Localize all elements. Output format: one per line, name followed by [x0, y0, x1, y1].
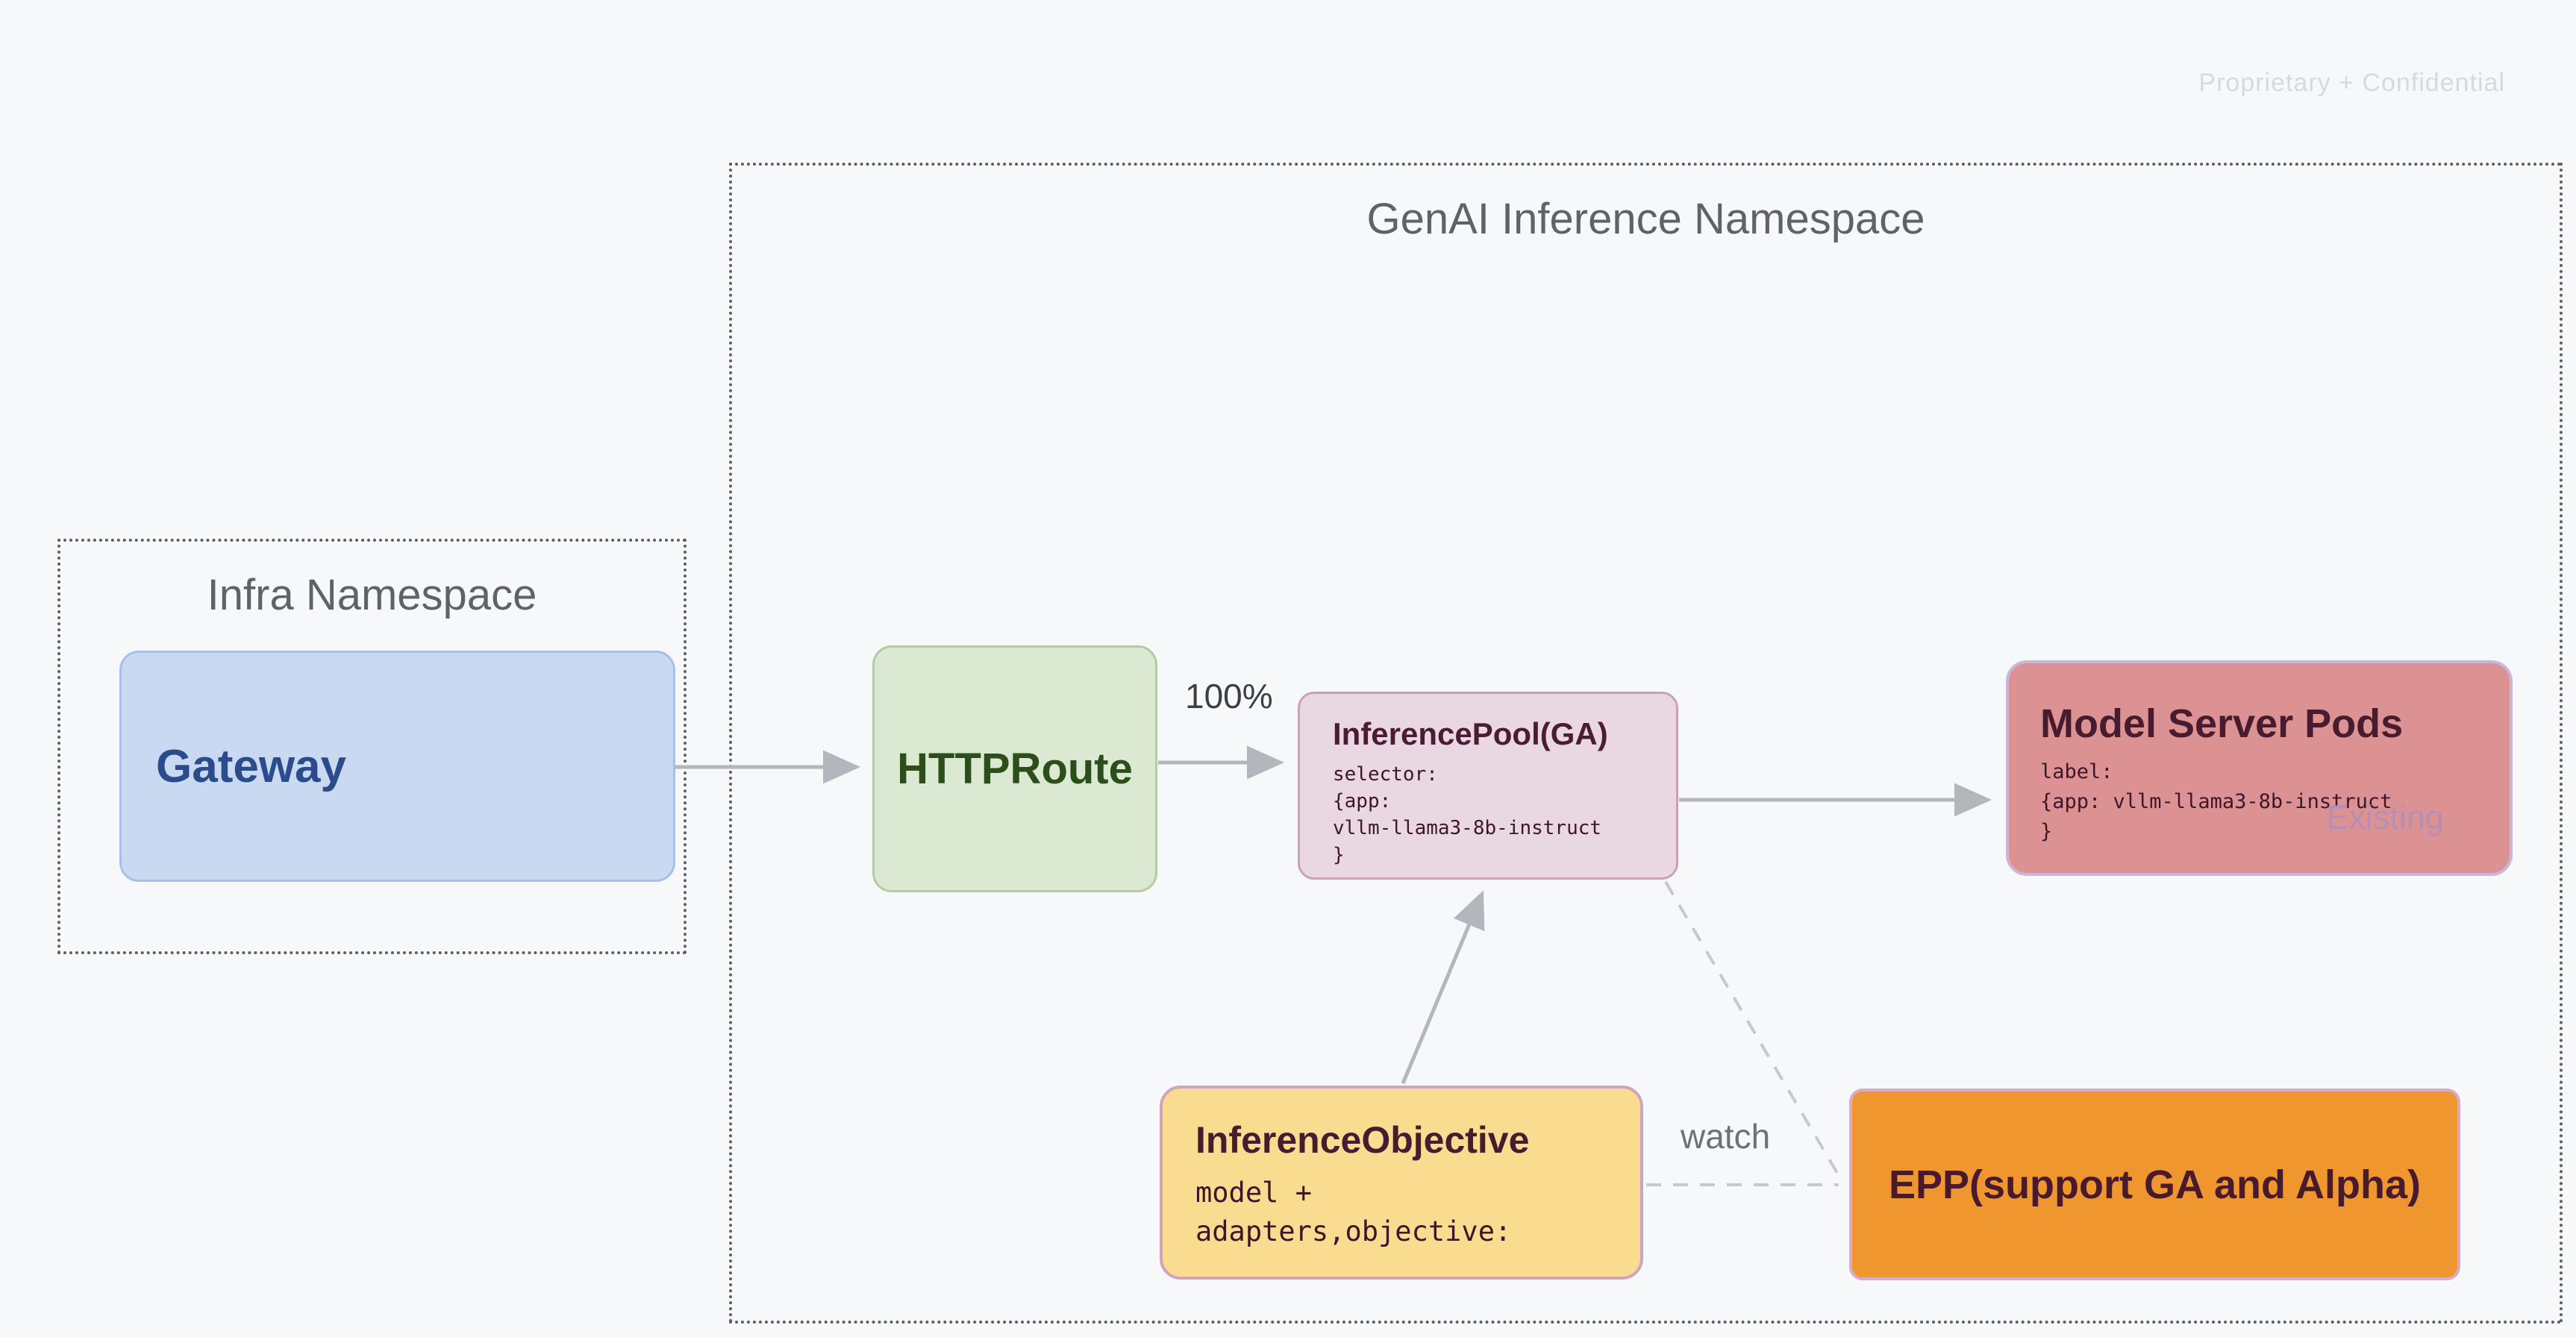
code-line: label:	[2040, 760, 2113, 783]
httproute-node: HTTPRoute	[872, 645, 1157, 892]
code-line: {app: vllm-llama3-8b-instruct	[2040, 790, 2392, 813]
gateway-label: Gateway	[156, 740, 347, 792]
confidential-watermark: Proprietary + Confidential	[2198, 69, 2505, 97]
inferencepool-title: InferencePool(GA)	[1333, 716, 1608, 751]
epp-label: EPP(support GA and Alpha)	[1889, 1162, 2421, 1207]
httproute-label: HTTPRoute	[897, 745, 1133, 793]
code-line: adapters,objective:	[1195, 1215, 1512, 1247]
watch-label: watch	[1681, 1117, 1771, 1156]
epp-node: EPP(support GA and Alpha)	[1849, 1089, 2460, 1280]
traffic-weight-label: 100%	[1185, 677, 1273, 716]
code-line: model +	[1195, 1177, 1312, 1209]
code-line: }	[2040, 820, 2053, 843]
gateway-node: Gateway	[119, 651, 675, 882]
genai-namespace-title: GenAI Inference Namespace	[1366, 195, 1925, 243]
infra-namespace-container: Infra Namespace	[57, 539, 687, 954]
code-line: }	[1333, 844, 1345, 866]
inferenceobjective-node: InferenceObjective model + adapters,obje…	[1160, 1086, 1643, 1280]
model-server-pods-node: Model Server Pods label: {app: vllm-llam…	[2006, 660, 2513, 876]
genai-namespace-container: GenAI Inference Namespace	[729, 163, 2563, 1324]
inferenceobjective-title: InferenceObjective	[1195, 1119, 1530, 1161]
model-server-pods-title: Model Server Pods	[2040, 701, 2404, 746]
inferenceobjective-code: model + adapters,objective:	[1195, 1174, 1640, 1251]
code-line: vllm-llama3-8b-instruct	[1333, 817, 1602, 839]
existing-badge: Existing	[2326, 798, 2444, 836]
code-line: selector:	[1333, 763, 1438, 786]
inferencepool-node: InferencePool(GA) selector: {app: vllm-l…	[1298, 692, 1678, 880]
code-line: {app:	[1333, 790, 1392, 812]
infra-namespace-title: Infra Namespace	[207, 571, 537, 619]
model-server-pods-code: label: {app: vllm-llama3-8b-instruct }	[2040, 757, 2510, 847]
inferencepool-code: selector: {app: vllm-llama3-8b-instruct …	[1333, 761, 1676, 868]
